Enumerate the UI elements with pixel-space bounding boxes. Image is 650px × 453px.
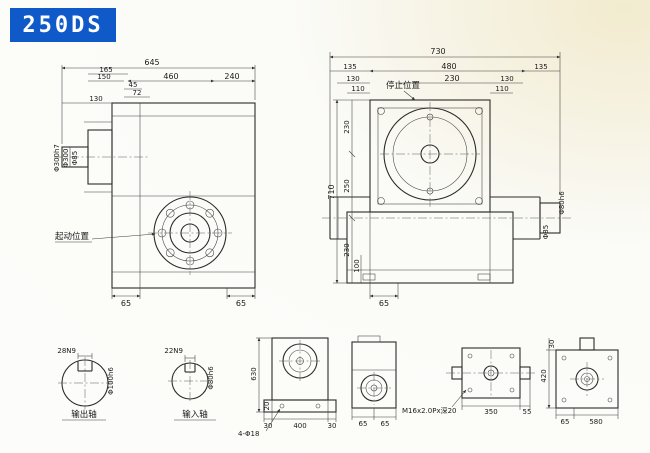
dim-400: 400 (293, 422, 306, 430)
output-shaft-detail: 28N9 Φ100h6 输出轴 (57, 347, 115, 421)
input-diameter-dim: Φ80h6 (207, 366, 215, 390)
model-number: 250DS (22, 12, 104, 38)
dim-65-b: 65 (381, 420, 390, 428)
dim-420: 420 (540, 369, 548, 382)
dim-165: 165 (99, 66, 112, 74)
dim-230-center: 230 (444, 74, 459, 83)
side-view-dimensions: 730 135 480 135 130 230 130 110 110 停止位置 (327, 47, 566, 308)
model-badge: 250DS (10, 8, 116, 42)
dim-230-top: 230 (343, 120, 351, 133)
side-view: 730 135 480 135 130 230 130 110 110 停止位置 (322, 47, 572, 308)
holes-note-4xd18: 4-Φ18 (238, 430, 259, 438)
dia-label-300h7: Φ300h7 (53, 144, 61, 172)
dim-130: 130 (89, 95, 102, 103)
dim-130-right: 130 (500, 75, 513, 83)
input-shaft-detail: 22N9 Φ80h6 输入轴 (164, 347, 216, 421)
output-diameter-dim: Φ100h6 (107, 367, 115, 395)
dim-135-right: 135 (534, 63, 547, 71)
dim-240: 240 (224, 72, 239, 81)
input-shaft-label: 输入轴 (182, 409, 208, 420)
detail-end-view: 420 30 65 580 (540, 337, 619, 426)
stop-position-label: 停止位置 (386, 80, 421, 91)
dim-460: 460 (163, 72, 178, 81)
dim-230-bottom: 230 (343, 243, 351, 256)
dia-hub-85: Φ85 (542, 225, 550, 239)
dim-480: 480 (441, 62, 456, 71)
dim-65-base: 65 (379, 299, 389, 308)
dia-label-300: Φ300 (62, 149, 70, 168)
detail-side-view: 65 65 M16x2.0Px深20 (351, 335, 467, 428)
dim-580: 580 (589, 418, 602, 426)
input-keyway-dim: 22N9 (164, 347, 183, 355)
dim-110-left: 110 (351, 85, 364, 93)
dim-30-left: 30 (264, 422, 273, 430)
dim-110-right: 110 (495, 85, 508, 93)
output-keyway-dim: 28N9 (57, 347, 76, 355)
dim-30-right: 30 (328, 422, 337, 430)
front-view-body (54, 102, 256, 289)
detail-top-view: 350 55 (446, 347, 536, 416)
thread-note-m16: M16x2.0Px深20 (402, 406, 457, 415)
dia-shaft-80h6: Φ80h6 (558, 191, 566, 215)
dim-350: 350 (484, 408, 497, 416)
dim-135-left: 135 (343, 63, 356, 71)
dim-45: 45 (129, 81, 138, 89)
dim-65-end: 65 (561, 418, 570, 426)
side-view-body (322, 99, 572, 284)
dim-72: 72 (133, 89, 142, 97)
dim-710: 710 (327, 184, 336, 199)
dim-630: 630 (250, 367, 258, 380)
dim-65-a: 65 (359, 420, 368, 428)
dim-65-right: 65 (236, 299, 246, 308)
front-view-flange (148, 191, 232, 275)
dim-250: 250 (343, 179, 351, 192)
output-shaft-label: 输出轴 (71, 409, 97, 420)
dim-130-left: 130 (346, 75, 359, 83)
front-view: 645 165 150 460 240 45 72 130 Φ300h7 Φ30… (53, 58, 256, 308)
detail-front-view: 630 20 30 400 30 4-Φ18 (238, 337, 337, 438)
dim-20: 20 (263, 402, 271, 411)
front-view-dimensions: 645 165 150 460 240 45 72 130 Φ300h7 Φ30… (53, 58, 256, 308)
dim-65-left: 65 (121, 299, 131, 308)
dia-label-85: Φ85 (71, 151, 79, 165)
dim-730: 730 (430, 47, 445, 56)
dim-30-stub: 30 (548, 340, 556, 349)
dim-100: 100 (353, 259, 361, 272)
start-position-label: 起动位置 (55, 231, 90, 242)
dim-55: 55 (523, 408, 532, 416)
dim-645: 645 (144, 58, 159, 67)
dim-150: 150 (97, 73, 110, 81)
